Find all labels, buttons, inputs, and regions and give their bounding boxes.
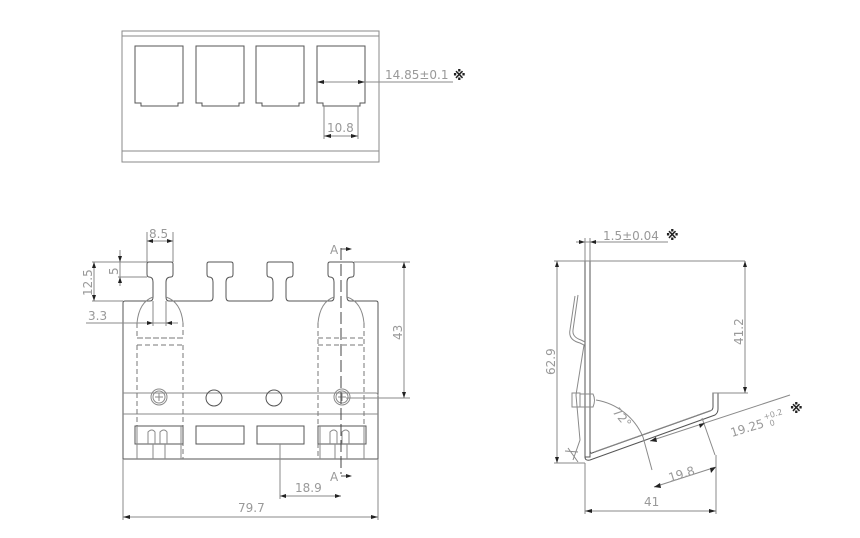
svg-text:3.3: 3.3 xyxy=(88,309,107,323)
lower-slots xyxy=(134,425,367,459)
dim-62-9: 62.9 xyxy=(544,260,745,464)
dim-3-3: 3.3 xyxy=(86,301,178,326)
svg-text:43: 43 xyxy=(391,325,405,340)
svg-text:62.9: 62.9 xyxy=(544,348,558,375)
svg-text:79.7: 79.7 xyxy=(238,501,265,515)
dim-43: 43 xyxy=(346,261,410,399)
hole-2 xyxy=(265,389,283,407)
section-label-bottom: A xyxy=(330,470,339,484)
front-view: A A 8.5 12.5 5 3.3 43 xyxy=(81,227,410,520)
dim-14-85: 14.85±0.1 ※ xyxy=(317,68,466,84)
screw-left-icon xyxy=(150,388,168,406)
left-clip-outline xyxy=(136,296,184,459)
screw-right-icon xyxy=(333,388,351,406)
dim-width-label: 14.85±0.1 xyxy=(385,68,449,82)
dim-1-5: 1.5±0.04 ※ xyxy=(576,229,679,261)
svg-text:0: 0 xyxy=(768,418,776,428)
dim-41-2: 41.2 xyxy=(713,261,748,394)
svg-text:19.8: 19.8 xyxy=(667,464,697,485)
dim-79-7: 79.7 xyxy=(122,459,379,520)
side-view: 72° 1.5±0.04 ※ 62.9 41.2 19.25 +0.2 0 xyxy=(544,229,803,514)
svg-text:5: 5 xyxy=(107,267,121,275)
svg-text:12.5: 12.5 xyxy=(81,269,95,296)
svg-text:8.5: 8.5 xyxy=(149,227,168,241)
dim-angle-label: 72° xyxy=(610,405,634,430)
dim-8-5: 8.5 xyxy=(146,227,174,262)
spring-clip xyxy=(564,294,595,463)
svg-text:※: ※ xyxy=(666,229,679,244)
top-view: 14.85±0.1 ※ 10.8 xyxy=(121,30,466,163)
svg-text:41: 41 xyxy=(644,495,659,509)
svg-text:19.25: 19.25 xyxy=(729,416,766,439)
hole-1 xyxy=(205,389,223,407)
dim-41: 41 xyxy=(584,455,717,514)
dim-10-8: 10.8 xyxy=(323,106,359,139)
dim-18-9: 18.9 xyxy=(279,444,341,499)
section-label-top: A xyxy=(330,243,339,257)
dim-5: 5 xyxy=(107,250,147,286)
svg-text:※: ※ xyxy=(453,69,466,84)
svg-text:※: ※ xyxy=(790,402,803,417)
svg-text:1.5±0.04: 1.5±0.04 xyxy=(603,229,659,243)
right-clip-outline xyxy=(317,296,365,459)
svg-text:18.9: 18.9 xyxy=(295,481,322,495)
dim-slot-label: 10.8 xyxy=(327,121,354,135)
svg-text:41.2: 41.2 xyxy=(732,318,746,345)
angle-arc xyxy=(595,399,644,438)
window-openings xyxy=(134,45,366,107)
dim-19-8: 19.8 xyxy=(653,464,717,488)
